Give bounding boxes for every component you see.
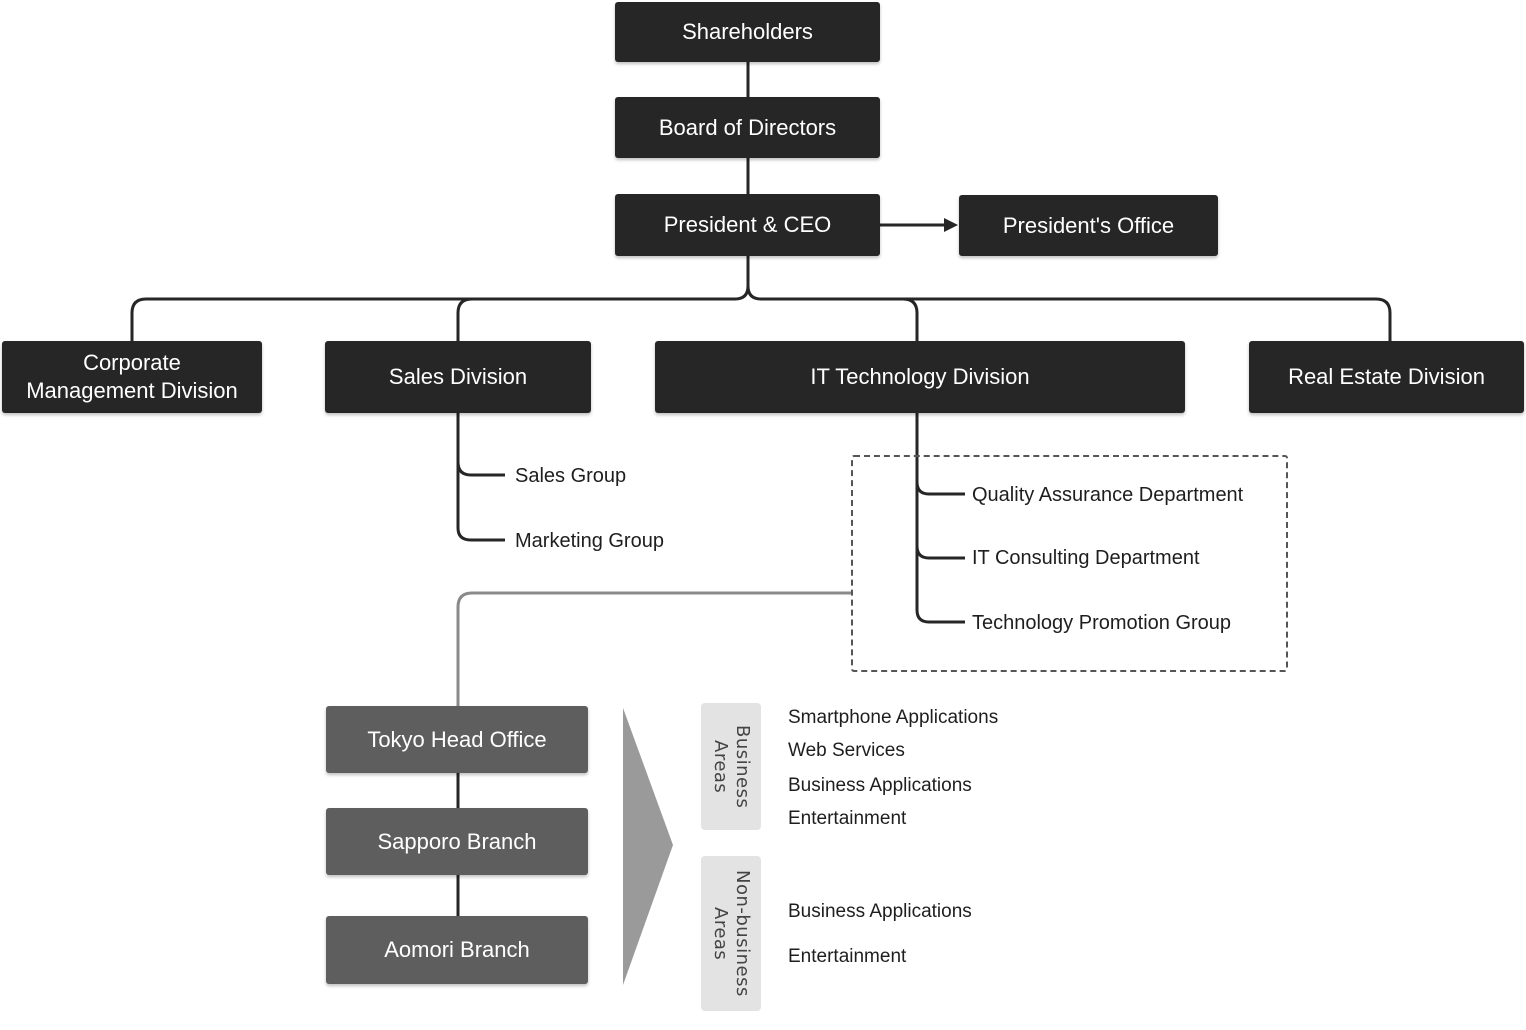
- business-area-item: Business Applications: [788, 775, 972, 796]
- connector-it-offices: [456, 591, 851, 706]
- it-departments-group: [851, 455, 1288, 672]
- tokyo-head-office-box: Tokyo Head Office: [326, 706, 588, 773]
- business-areas-label: Business Areas: [710, 724, 753, 809]
- connector-trunk-sales: [746, 285, 1392, 341]
- business-area-item: Entertainment: [788, 808, 907, 829]
- business-area-item: Smartphone Applications: [788, 707, 999, 728]
- connector-president-divisions: [130, 256, 750, 341]
- quality-assurance-department-label: Quality Assurance Department: [972, 484, 1244, 506]
- sales-division-label: Sales Division: [388, 364, 528, 389]
- it-division-label: IT Technology Division: [810, 364, 1030, 389]
- real-estate-division-label: Real Estate Division: [1288, 364, 1485, 389]
- non-business-areas-label: Non-business Areas: [710, 870, 753, 997]
- it-technology-division-box: IT Technology Division: [655, 341, 1185, 413]
- board-of-directors-box: Board of Directors: [615, 97, 880, 158]
- business-areas-tab: Business Areas: [701, 703, 761, 830]
- shareholders-label: Shareholders: [682, 19, 813, 44]
- connector-sales-groups: [456, 413, 505, 477]
- corporate-management-division-box: Corporate Management Division: [2, 341, 262, 413]
- marketing-group-label: Marketing Group: [515, 530, 664, 552]
- aomori-branch-box: Aomori Branch: [326, 916, 588, 984]
- connector-drop-it: [902, 297, 919, 341]
- business-area-item: Web Services: [788, 740, 905, 761]
- real-estate-division-box: Real Estate Division: [1249, 341, 1524, 413]
- non-business-area-item: Entertainment: [788, 946, 907, 967]
- sales-division-box: Sales Division: [325, 341, 591, 413]
- board-label: Board of Directors: [658, 114, 837, 140]
- aomori-label: Aomori Branch: [384, 937, 530, 962]
- sapporo-label: Sapporo Branch: [377, 828, 537, 854]
- presidents-office-label: President's Office: [1002, 212, 1175, 238]
- areas-arrow: [623, 708, 673, 985]
- president-label: President & CEO: [663, 212, 832, 237]
- it-consulting-department-label: IT Consulting Department: [972, 547, 1200, 569]
- tokyo-label: Tokyo Head Office: [367, 726, 547, 752]
- president-ceo-box: President & CEO: [615, 194, 880, 256]
- corporate-division-label: Corporate Management Division: [26, 350, 238, 403]
- arrow-head: [944, 218, 958, 232]
- non-business-areas-tab: Non-business Areas: [701, 856, 761, 1011]
- sapporo-branch-box: Sapporo Branch: [326, 808, 588, 875]
- connector-drop-sales: [456, 297, 473, 314]
- technology-promotion-group-label: Technology Promotion Group: [972, 612, 1232, 634]
- presidents-office-box: President's Office: [959, 195, 1218, 256]
- shareholders-box: Shareholders: [615, 2, 880, 62]
- sales-group-label: Sales Group: [515, 465, 627, 487]
- non-business-area-item: Business Applications: [788, 901, 972, 922]
